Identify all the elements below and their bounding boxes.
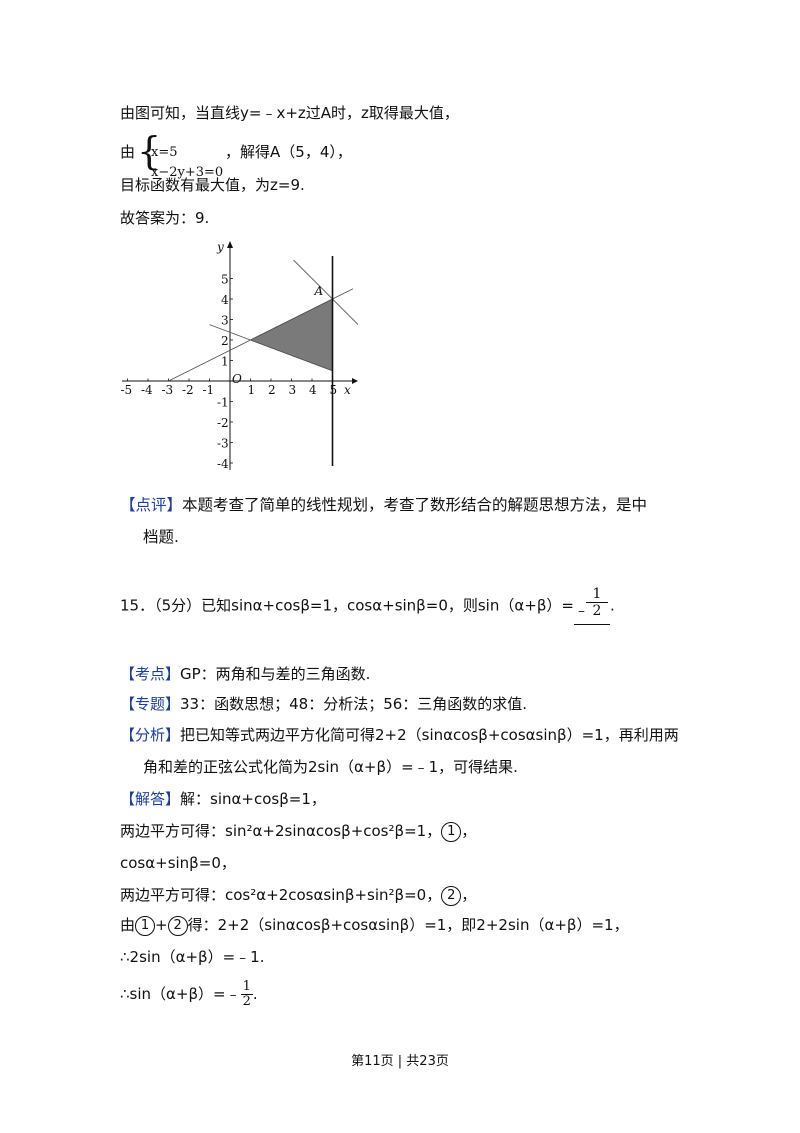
solution-3-end: ， [461,886,477,904]
system-solution: ，解得A（5，4）， [225,143,352,161]
solution-1-text: 两边平方可得：sin²α+2sinαcosβ+cos²β=1， [120,822,442,840]
x-axis-arrow [352,378,358,384]
solution-line-1: 两边平方可得：sin²α+2sinαcosβ+cos²β=1，1， [120,820,476,842]
y-tick-label: -3 [217,437,229,451]
y-axis-label: y [216,240,224,254]
solution-6-text: ∴sin（α+β）=﹣ [120,985,241,1003]
zhuanti-text: 33：函数思想；48：分析法；56：三角函数的求值. [180,695,528,713]
y-tick-label: 5 [221,273,229,287]
line-x-2y+3 [168,288,354,382]
solution-line-5: ∴2sin（α+β）=﹣1. [120,948,265,966]
zhuanti-line: 【专题】33：函数思想；48：分析法；56：三角函数的求值. [120,693,527,715]
point-a-label: A [314,284,324,298]
fenxi-tag: 【分析】 [120,726,181,744]
answer-numerator: 1 [585,586,608,603]
answer-underline [573,624,610,625]
question-15: 15．（5分）已知sinα+cosβ=1，cosα+sinβ=0，则sin（α+… [120,586,615,630]
x-tick-label: 5 [330,383,338,397]
kaodian-text: GP：两角和与差的三角函数. [180,665,371,683]
x-tick-label: 2 [268,383,276,397]
circled-number-2: 2 [167,915,188,936]
objective-line [293,259,358,326]
feasible-region [249,298,333,372]
boundary-line [209,324,333,372]
fraction-denominator: 2 [242,994,251,1009]
fenxi-text-1: 把已知等式两边平方化简可得2+2（sinαcosβ+cosαsinβ）=1，再利… [180,726,679,744]
page-footer: 第11页 | 共23页 [351,1054,449,1069]
answer-sign: ﹣ [573,601,589,619]
x-tick-label: -2 [182,383,194,397]
jieda-text: 解：sinα+cosβ=1， [180,790,326,808]
solution-3-text: 两边平方可得：cos²α+2cosαsinβ+sin²β=0， [120,886,442,904]
kaodian-tag: 【考点】 [120,665,181,683]
y-tick-label: 2 [221,334,229,348]
jieda-line: 【解答】解：sinα+cosβ=1， [120,788,326,810]
solution-4-text: 得：2+2（sinαcosβ+cosαsinβ）=1，即2+2sin（α+β）=… [187,916,629,934]
text-line-1: 由图可知，当直线y=﹣x+z过A时，z取得最大值， [120,104,459,122]
kaodian-line: 【考点】GP：两角和与差的三角函数. [120,663,370,685]
comment-tag: 【点评】 [120,496,183,514]
origin-label: O [232,372,242,386]
solution-1-end: ， [461,822,477,840]
x-tick-label: -4 [141,383,153,397]
fraction-numerator: 1 [240,979,253,995]
x-tick-label: 1 [248,383,256,397]
solution-4-prefix: 由 [120,916,136,934]
system-prefix: 由 [120,143,136,161]
solution-4-plus: + [155,916,168,934]
y-tick-label: 1 [221,355,229,369]
circled-number-1: 1 [441,821,462,842]
equation-1: x=5 [151,144,178,160]
y-tick-label: -2 [217,416,229,430]
comment-text-1: 本题考查了简单的线性规划，考查了数形结合的解题思想方法，是中 [182,496,648,514]
comment-line-2: 档题. [143,528,179,546]
x-tick-label: 4 [309,383,317,397]
text-line-3: 目标函数有最大值，为z=9. [120,176,305,194]
x-tick-label: -3 [162,383,174,397]
y-tick-label: -1 [217,396,229,410]
x-tick-label: -5 [121,383,133,397]
x-axis-label: x [344,383,351,397]
fenxi-line-1: 【分析】把已知等式两边平方化简可得2+2（sinαcosβ+cosαsinβ）=… [120,724,679,746]
y-tick-label: 3 [221,314,229,328]
question-15-stem: 15．（5分）已知sinα+cosβ=1，cosα+sinβ=0，则sin（α+… [120,596,574,615]
solution-line-2: cosα+sinβ=0， [120,854,236,872]
y-tick-label: -4 [217,457,229,471]
zhuanti-tag: 【专题】 [120,695,181,713]
x-tick-label: -1 [203,383,215,397]
text-line-2: 由{x=5 x−2y+3=0，解得A（5，4）， [120,129,352,180]
equation-2: x−2y+3=0 [151,164,224,180]
left-brace: { [137,128,162,173]
question-15-end: . [609,596,615,615]
circled-number-1: 1 [135,915,156,936]
equation-system: {x=5 x−2y+3=0 [137,129,225,180]
solution-line-3: 两边平方可得：cos²α+2cosαsinβ+sin²β=0，2， [120,884,476,906]
circled-number-2: 2 [441,885,462,906]
x-tick-label: 3 [289,383,297,397]
y-tick-label: 4 [221,293,229,307]
text-line-4: 故答案为：9. [120,209,210,227]
comment-line-1: 【点评】本题考查了简单的线性规划，考查了数形结合的解题思想方法，是中 [120,494,647,516]
solution-6-end: . [252,985,258,1003]
fenxi-line-2: 角和差的正弦公式化简为2sin（α+β）=﹣1，可得结果. [143,758,518,776]
jieda-tag: 【解答】 [120,790,181,808]
y-axis-arrow [227,241,233,248]
answer-denominator: 2 [592,603,602,619]
